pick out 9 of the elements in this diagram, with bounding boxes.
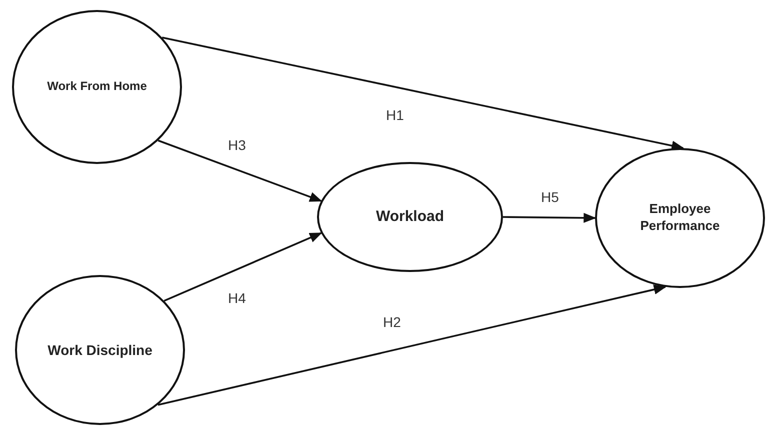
arrow [158,140,322,202]
arrow [503,212,596,223]
arrow [164,232,322,302]
construct-label: Work Discipline [48,340,152,360]
arrow [158,284,666,406]
construct-label: Employee Performance [639,201,721,235]
construct-label: Workload [376,207,444,227]
construct-label: Work From Home [47,79,147,95]
arrow [162,36,684,151]
